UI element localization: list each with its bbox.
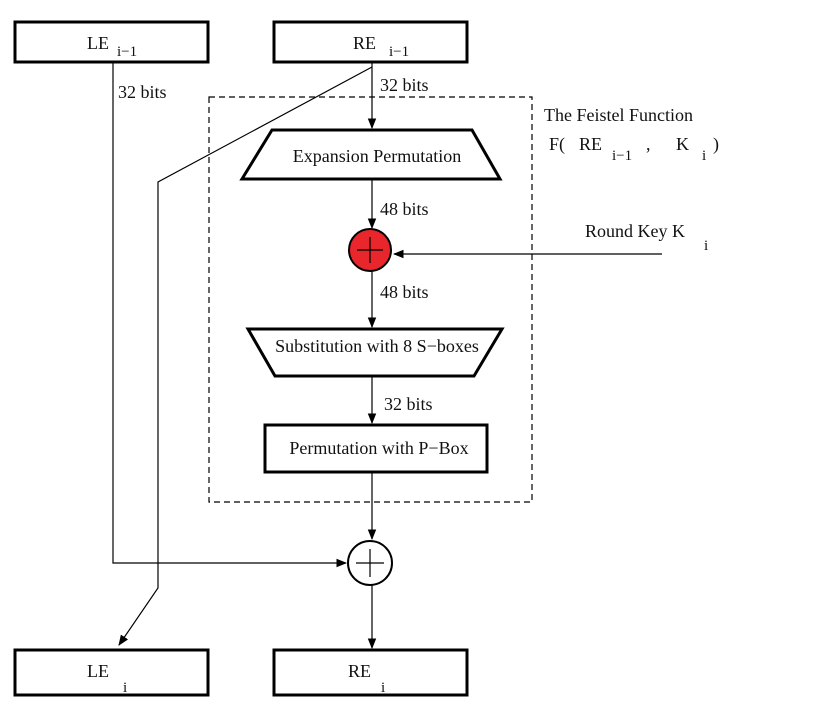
output-xor-operator	[347, 540, 393, 586]
substitution-label: Substitution with 8 S−boxes	[275, 336, 479, 356]
le-prev-label: LE	[87, 33, 109, 53]
pbox-permutation-block: Permutation with P−Box	[263, 423, 489, 474]
re-to-le-crossing-path	[118, 66, 373, 646]
formula-close: )	[713, 134, 719, 155]
pbox-label: Permutation with P−Box	[289, 438, 468, 458]
re-next-label: RE	[348, 661, 371, 681]
formula-re-subscript: i−1	[612, 148, 632, 164]
formula-open: F(	[549, 134, 565, 155]
re-prev-subscript: i−1	[389, 44, 409, 60]
re-next-block: RE i	[272, 648, 469, 697]
after-sbox-bits-label: 32 bits	[384, 394, 433, 414]
right-bits-label: 32 bits	[380, 75, 429, 95]
formula-re: RE	[579, 134, 602, 154]
round-key-subscript: i	[704, 238, 708, 254]
expansion-permutation-block: Expansion Permutation	[239, 128, 503, 181]
round-key-xor-operator	[348, 228, 392, 272]
le-next-subscript: i	[123, 680, 127, 696]
left-half-path	[112, 62, 348, 568]
after-xor-bits-label: 48 bits	[380, 282, 429, 302]
le-next-label: LE	[87, 661, 109, 681]
re-prev-block: RE i−1	[272, 20, 469, 64]
substitution-sbox-block: Substitution with 8 S−boxes	[245, 327, 505, 378]
left-bits-label: 32 bits	[118, 82, 167, 102]
formula-k: K	[676, 134, 689, 154]
re-next-subscript: i	[381, 680, 385, 696]
expansion-label: Expansion Permutation	[293, 146, 461, 166]
le-next-block: LE i	[13, 648, 210, 697]
feistel-function-formula: F( RE i−1 , K i )	[549, 134, 719, 164]
after-expansion-bits-label: 48 bits	[380, 199, 429, 219]
le-prev-block: LE i−1	[13, 20, 210, 64]
round-key-label: Round Key K	[585, 221, 685, 241]
re-prev-label: RE	[353, 33, 376, 53]
formula-comma: ,	[646, 134, 651, 154]
le-prev-subscript: i−1	[117, 44, 137, 60]
formula-k-subscript: i	[702, 148, 706, 164]
feistel-function-boundary	[208, 96, 533, 503]
feistel-function-title: The Feistel Function	[544, 105, 693, 125]
